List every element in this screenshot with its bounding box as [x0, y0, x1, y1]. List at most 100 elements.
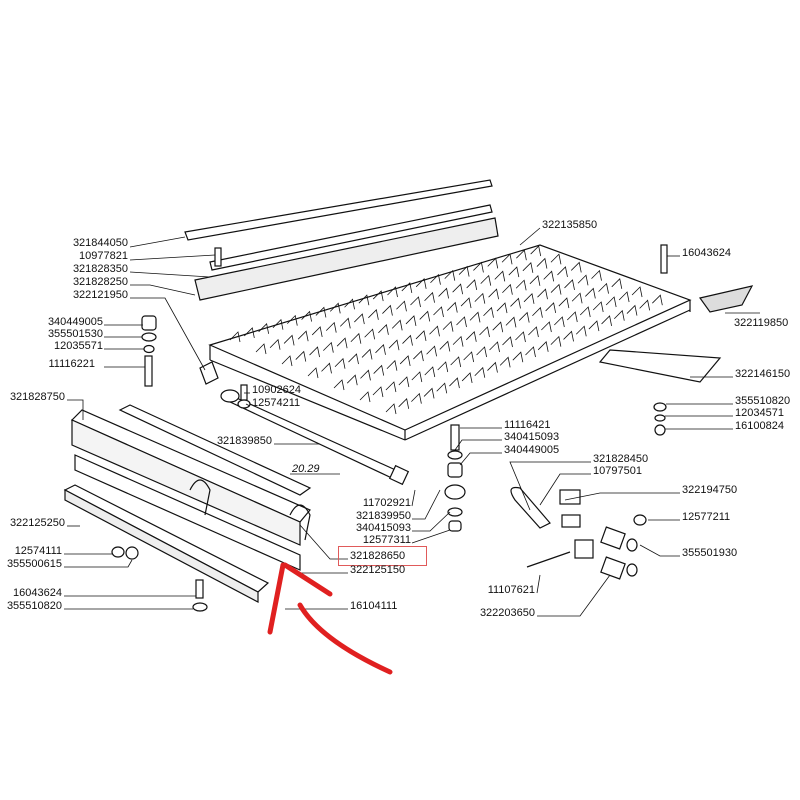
sieve-tooth — [423, 387, 435, 399]
sieve-tooth — [375, 344, 386, 355]
sieve-tooth — [571, 292, 583, 304]
sieve-tooth — [229, 331, 241, 343]
hardware-left — [111, 247, 251, 612]
sieve-tooth — [424, 366, 436, 378]
part-label: 321828250 — [72, 276, 128, 288]
sieve-tooth — [505, 316, 517, 328]
sieve-tooth — [401, 282, 413, 293]
part-label: 322119850 — [734, 317, 789, 329]
sieve-tooth — [501, 253, 513, 265]
sieve-tooth — [452, 335, 464, 347]
sieve-tooth — [372, 290, 384, 302]
sieve-tooth — [537, 341, 549, 352]
sieve-tooth — [387, 286, 398, 298]
sieve-tooth — [325, 321, 337, 333]
sieve-tooth — [557, 266, 568, 277]
sieve-tooth — [588, 320, 600, 332]
sieve-tooth — [272, 318, 284, 330]
sieve-tooth — [309, 346, 320, 358]
sieve-tooth — [437, 361, 449, 373]
part-label: 322121950 — [72, 289, 128, 301]
sieve-tooth — [361, 348, 373, 360]
part-label: 12577211 — [682, 511, 731, 523]
sieve-tooth — [461, 372, 473, 383]
sieve-tooth — [283, 334, 295, 346]
sieve-tooth — [537, 288, 548, 300]
sieve-tooth — [465, 331, 477, 342]
part-label: 322125250 — [9, 517, 65, 529]
sieve-tooth — [652, 294, 663, 306]
sieve-tooth — [334, 357, 346, 369]
part-label: 340415093 — [504, 431, 560, 443]
sieve-tooth — [480, 274, 492, 286]
sieve-tooth — [598, 282, 609, 294]
sieve-tooth — [360, 369, 371, 381]
sieve-tooth — [492, 321, 504, 333]
sieve-tooth — [469, 311, 481, 323]
sieve-tooth — [450, 356, 462, 368]
sieve-tooth — [502, 283, 513, 295]
sieve-tooth — [444, 269, 456, 281]
part-label: 322146150 — [735, 368, 791, 380]
sieve-tooth — [336, 337, 348, 349]
sieve-tooth — [346, 374, 358, 386]
sieve-tooth — [442, 320, 454, 332]
part-label: 12035571 — [54, 340, 103, 352]
sieve-tooth — [558, 297, 570, 309]
sieve-tooth — [321, 362, 332, 374]
part-label: 12574211 — [252, 397, 301, 409]
selected-part-label[interactable]: 321828650 — [350, 550, 406, 562]
sieve-tooth — [487, 361, 498, 373]
part-label: 340415093 — [355, 522, 411, 534]
leader-lines — [64, 227, 760, 617]
part-label: 322135850 — [542, 219, 598, 231]
sieve-tooth — [525, 346, 536, 358]
side-rails — [63, 404, 312, 603]
sieve-tooth — [563, 330, 574, 342]
sieve-tooth — [396, 300, 407, 312]
sieve-tooth — [372, 386, 384, 398]
sieve-tooth — [391, 319, 403, 331]
sieve-tooth — [446, 301, 458, 313]
sieve-tooth — [474, 292, 486, 304]
sieve-tooth — [269, 338, 281, 350]
sieve-tooth — [458, 265, 470, 277]
sieve-tooth — [541, 321, 552, 333]
sieve-tooth — [543, 270, 555, 282]
sieve-tooth — [399, 355, 411, 366]
sieve-tooth — [315, 306, 327, 318]
sieve-tooth — [550, 335, 562, 347]
tine-bar — [598, 285, 754, 383]
sieve-tooth — [510, 297, 521, 309]
sieve-tooth — [354, 313, 365, 325]
sieve-tooth — [631, 286, 643, 298]
sieve-tooth — [339, 317, 351, 329]
sieve-tooth — [359, 391, 371, 403]
sieve-tooth — [388, 339, 400, 351]
sieve-tooth — [585, 287, 596, 299]
part-label: 10797501 — [593, 465, 642, 477]
sieve-tooth — [550, 283, 562, 295]
rod — [220, 389, 410, 486]
part-label: 322125150 — [350, 564, 406, 576]
sieve-tooth — [405, 315, 417, 326]
sieve-tooth — [512, 351, 524, 363]
sieve-tooth — [518, 311, 530, 323]
sieve-tooth — [536, 257, 548, 269]
sieve-tooth — [570, 261, 582, 273]
sieve-tooth — [476, 346, 487, 358]
sieve-tooth — [460, 297, 472, 309]
sieve-tooth — [413, 350, 424, 362]
sieve-tooth — [494, 270, 506, 282]
part-label: 322194750 — [682, 484, 738, 496]
sieve-tooth — [592, 301, 604, 313]
sieve-tooth — [473, 261, 484, 273]
part-label: 355510820 — [6, 600, 62, 612]
sieve-tooth — [502, 336, 513, 348]
sieve-tooth — [307, 367, 319, 379]
sieve-tooth — [244, 327, 255, 338]
sieve-tooth — [601, 315, 612, 326]
sieve-tooth — [429, 325, 440, 337]
sieve-tooth — [297, 330, 309, 342]
sieve-tooth — [368, 309, 379, 320]
